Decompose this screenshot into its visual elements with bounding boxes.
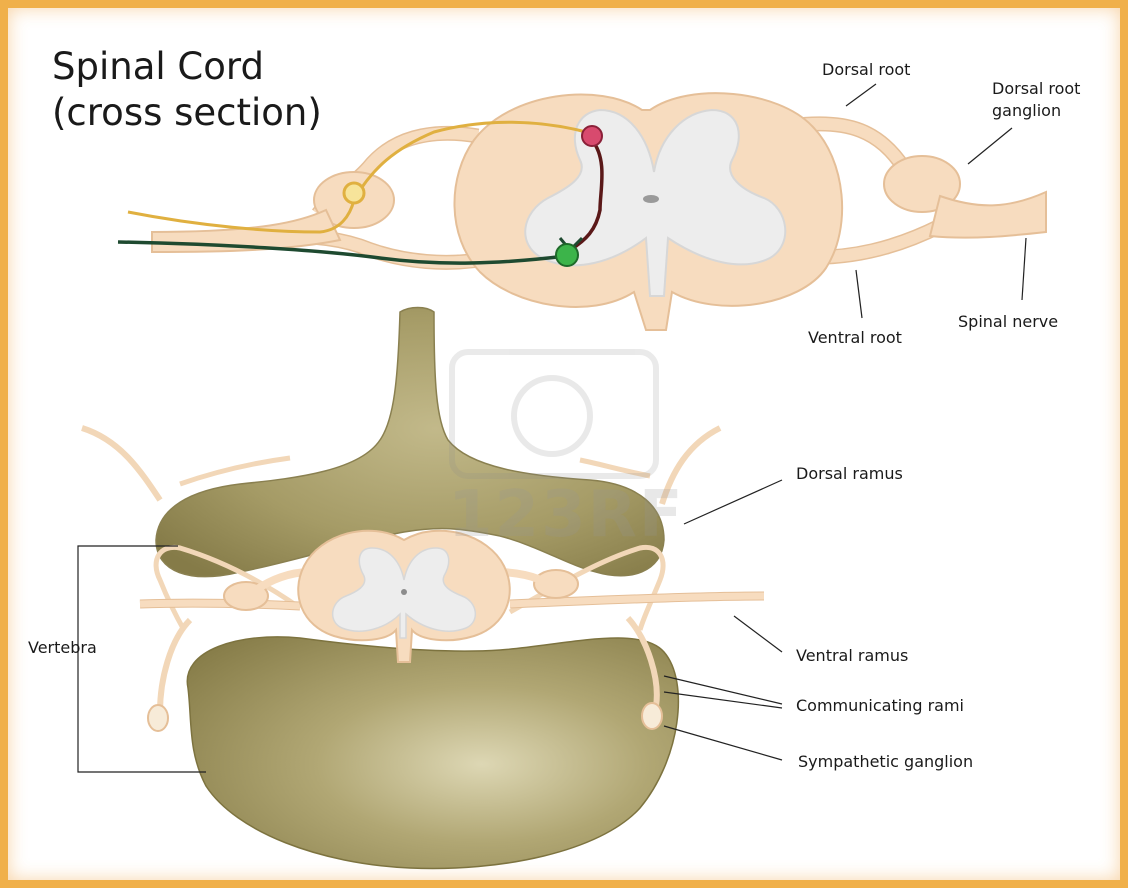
left-sympathetic-ganglion — [148, 705, 168, 731]
label-dorsal-root: Dorsal root — [822, 60, 910, 80]
label-dorsal-root-ganglion: Dorsal root ganglion — [992, 78, 1080, 122]
right-sympathetic-ganglion — [642, 703, 662, 729]
leader-sympathetic-ganglion — [664, 726, 782, 760]
vertebra-bracket — [78, 546, 206, 772]
leader-dorsal-ramus — [684, 480, 782, 524]
leader-ventral-ramus — [734, 616, 782, 652]
vertebral-body — [187, 637, 678, 869]
leader-ventral-root — [856, 270, 862, 318]
watermark-text: 123RF — [448, 478, 685, 552]
label-dorsal-ramus: Dorsal ramus — [796, 464, 903, 484]
central-canal — [643, 195, 659, 203]
title-line-2: (cross section) — [52, 90, 322, 136]
label-dorsal-root-ganglion-line-2: ganglion — [992, 100, 1080, 122]
right-spinal-nerve — [930, 192, 1046, 238]
label-dorsal-root-ganglion-line-1: Dorsal root — [992, 78, 1080, 100]
bottom-vertebra-section — [82, 308, 764, 869]
watermark-logo — [452, 352, 656, 476]
label-ventral-ramus: Ventral ramus — [796, 646, 908, 666]
label-communicating-rami: Communicating rami — [796, 696, 964, 716]
leader-dorsal-root-ganglion — [968, 128, 1012, 164]
title-line-1: Spinal Cord — [52, 44, 322, 90]
leader-spinal-nerve — [1022, 238, 1026, 300]
left-communicating-ramus — [160, 620, 190, 712]
interneuron-cell-body — [582, 126, 602, 146]
label-vertebra: Vertebra — [28, 638, 97, 658]
diagram-title: Spinal Cord (cross section) — [52, 44, 322, 136]
motor-neuron-cell-body — [556, 244, 578, 266]
sensory-neuron-cell-body — [344, 183, 364, 203]
leader-dorsal-root — [846, 84, 876, 106]
label-sympathetic-ganglion: Sympathetic ganglion — [798, 752, 973, 772]
label-ventral-root: Ventral root — [808, 328, 902, 348]
label-spinal-nerve: Spinal nerve — [958, 312, 1058, 332]
left-dorsal-ramus-nerve — [82, 428, 160, 500]
